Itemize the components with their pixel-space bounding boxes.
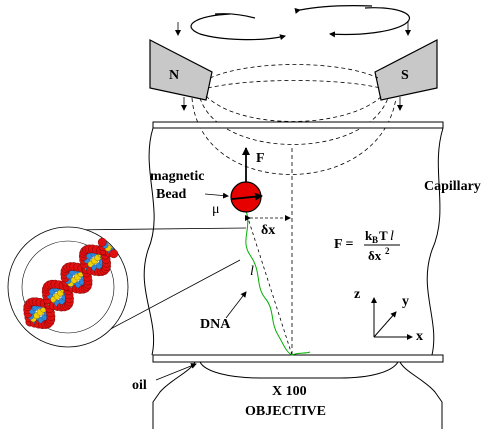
svg-text:T: T (379, 228, 388, 243)
mu-label: μ (212, 202, 220, 217)
delta-x-label: δx (261, 223, 275, 238)
north-pole-label: N (169, 68, 179, 83)
svg-text:F =: F = (334, 237, 354, 252)
oil-label: oil (132, 378, 147, 393)
objective-label: OBJECTIVE (245, 404, 326, 419)
svg-text:δx: δx (368, 248, 382, 263)
bead-label-line2: Bead (156, 187, 187, 202)
magnification-label: X 100 (272, 384, 307, 399)
tether-axis (245, 211, 293, 356)
magnetic-field-lines (191, 64, 397, 175)
north-magnet: N (149, 22, 213, 111)
capillary-top-glass (152, 121, 444, 129)
axis-z-label: z (354, 287, 360, 302)
force-formula: F = k B T l δx 2 (334, 228, 400, 263)
magnetic-bead (230, 147, 263, 213)
axis-y-label: y (402, 294, 409, 309)
helix-backbone-atom (109, 249, 119, 259)
length-label: l (250, 264, 254, 279)
dna-label: DNA (200, 317, 231, 332)
dna-strand (245, 209, 311, 356)
capillary-walls (143, 127, 444, 356)
south-magnet: S (374, 22, 438, 111)
force-label: F (256, 151, 265, 166)
rotation-arrow-icon (190, 5, 411, 41)
moment-arrow-icon (231, 192, 263, 201)
coordinate-axes (371, 297, 413, 340)
zoom-lines (67, 227, 247, 341)
svg-text:l: l (390, 229, 394, 244)
bead-label-line1: magnetic (150, 169, 204, 184)
helix-backbone-atom (97, 237, 107, 247)
svg-text:k: k (365, 228, 373, 243)
dna-helix-inset (7, 226, 129, 348)
axis-x-label: x (416, 329, 423, 344)
capillary-label: Capillary (424, 179, 481, 194)
svg-text:2: 2 (385, 246, 390, 256)
south-pole-label: S (401, 68, 409, 83)
capillary-bottom-glass (152, 354, 444, 363)
svg-text:B: B (372, 235, 378, 245)
